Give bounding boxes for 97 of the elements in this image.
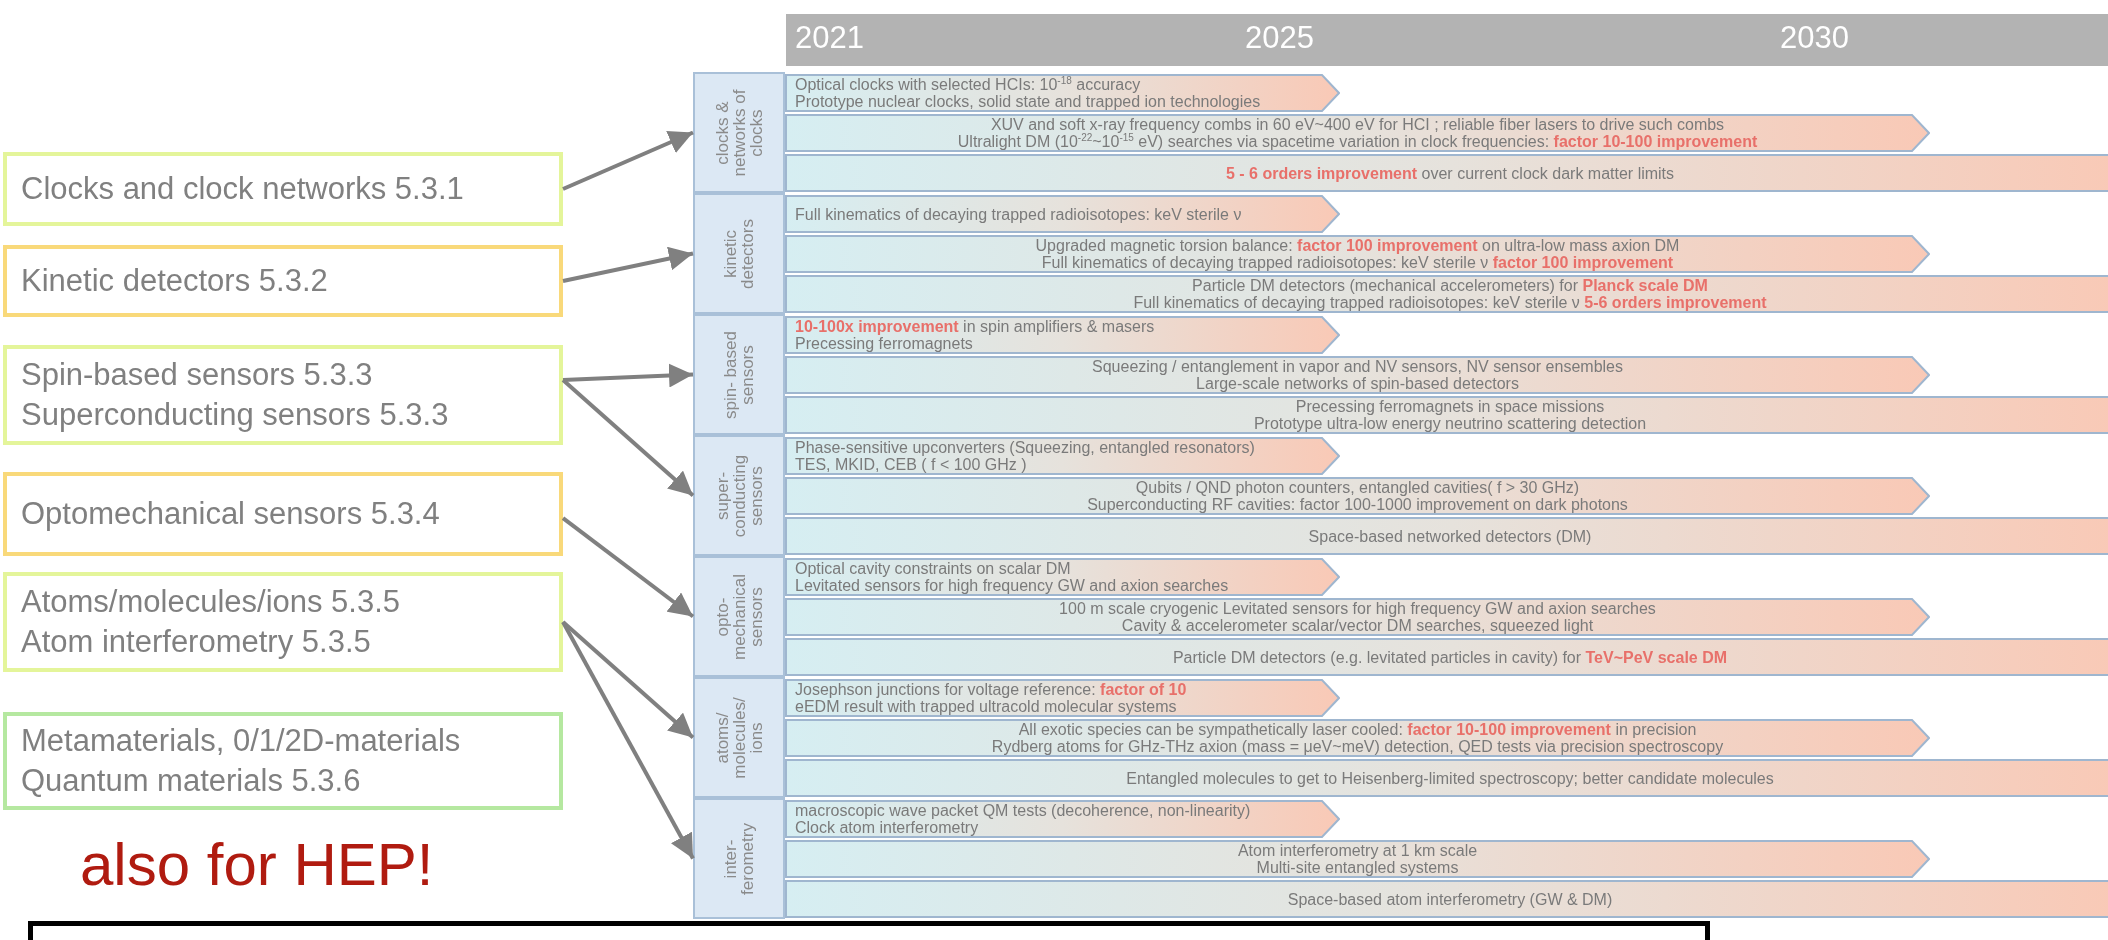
- roadmap-arrow-bar: [785, 396, 2108, 434]
- arrow: [561, 621, 695, 860]
- category-box: [693, 435, 785, 556]
- milestone-text: Precessing ferromagnets in space missions: [1295, 398, 1605, 415]
- roadmap-arrow-bar: [785, 598, 1930, 636]
- note-text: also for HEP!: [80, 830, 434, 899]
- category-box: [693, 193, 785, 314]
- topic-text: Clocks and clock networks 5.3.1: [21, 170, 465, 208]
- category-label: spin- based sensors: [722, 329, 756, 421]
- roadmap-arrow-bar: [785, 114, 1930, 152]
- milestone-text: All exotic species can be sympathetically laser cooled: factor 10-100 improvement in precision: [1018, 721, 1697, 738]
- topic-text: Optomechanical sensors 5.3.4: [21, 495, 441, 533]
- topic-text: Metamaterials, 0/1/2D-materials: [21, 722, 462, 760]
- milestone-text: Qubits / QND photon counters, entangled cavities( f > 30 GHz): [1135, 479, 1580, 496]
- milestone-text: macroscopic wave packet QM tests (decoherence, non-linearity): [795, 802, 1251, 819]
- milestone-text: Multi-site entangled systems: [1256, 859, 1459, 876]
- arrow: [561, 378, 695, 497]
- milestone-text: 100 m scale cryogenic Levitated sensors for high frequency GW and axion searches: [1059, 600, 1656, 617]
- category-label: inter- ferometry: [722, 821, 756, 897]
- milestone-text: Rydberg atoms for GHz-THz axion (mass = μeV~meV) detection, QED tests via precision spectroscopy: [991, 738, 1724, 755]
- roadmap-arrow-bar: [785, 880, 2108, 918]
- topic-text: Superconducting sensors 5.3.3: [21, 396, 450, 434]
- topic-text: Atom interferometry 5.3.5: [21, 623, 372, 661]
- topic-box: [3, 345, 563, 445]
- topic-box: [3, 712, 563, 810]
- year-label: 2021: [795, 20, 864, 56]
- roadmap-arrow-bar: [785, 316, 1340, 354]
- milestone-text: Particle DM detectors (mechanical accelerometers) for Planck scale DM: [1192, 277, 1708, 294]
- category-box: [693, 72, 785, 193]
- topic-text: Atoms/molecules/ions 5.3.5: [21, 583, 402, 621]
- category-label: atoms/ molecules/ ions: [713, 695, 765, 781]
- roadmap-arrow-bar: [785, 517, 2108, 555]
- year-label: 2025: [1245, 20, 1314, 56]
- roadmap-arrow-bar: [785, 195, 1340, 233]
- roadmap-arrow-bar: [785, 356, 1930, 394]
- milestone-text: Space-based atom interferometry (GW & DM): [1287, 890, 1613, 908]
- milestone-text: Prototype nuclear clocks, solid state and trapped ion technologies: [795, 93, 1261, 110]
- category-label: opto- mechanical sensors: [713, 572, 765, 662]
- roadmap-arrow-bar: [785, 154, 2108, 192]
- milestone-text: Optical cavity constraints on scalar DM: [795, 560, 1071, 577]
- milestone-text: Ultralight DM (10$^{-22}$~10$^{-15}$ eV) searches via spacetime variation in clock frequencies: factor 10-100 improvement: [957, 133, 1758, 150]
- milestone-text: Josephson junctions for voltage reference: factor of 10: [795, 681, 1187, 698]
- topic-box: [3, 245, 563, 317]
- roadmap-arrow-bar: [785, 638, 2108, 676]
- milestone-text: Upgraded magnetic torsion balance: factor 100 improvement on ultra-low mass axion DM: [1035, 237, 1680, 254]
- category-label: kinetic detectors: [722, 217, 756, 291]
- category-box: [693, 314, 785, 435]
- roadmap-arrow-bar: [785, 74, 1340, 112]
- milestone-text: TES, MKID, CEB ( f < 100 GHz ): [795, 456, 1027, 473]
- milestone-text: Cavity & accelerometer scalar/vector DM searches, squeezed light: [1121, 617, 1594, 634]
- category-box: [693, 798, 785, 919]
- arrow: [561, 516, 695, 619]
- category-box: [693, 556, 785, 677]
- arrow: [561, 620, 695, 739]
- arrow: [562, 363, 694, 388]
- topic-text: Quantum materials 5.3.6: [21, 762, 362, 800]
- milestone-text: Large-scale networks of spin-based detectors: [1196, 375, 1519, 392]
- year-label: 2030: [1780, 20, 1849, 56]
- milestone-text: Optical clocks with selected HCIs: 10$^{-18}$ accuracy: [795, 76, 1141, 93]
- roadmap-arrow-bar: [785, 800, 1340, 838]
- milestone-text: Phase-sensitive upconverters (Squeezing, entangled resonators): [795, 439, 1255, 456]
- category-label: clocks & networks of clocks: [713, 88, 765, 178]
- roadmap-arrow-bar: [785, 275, 2108, 313]
- category-label: super- conducting sensors: [713, 453, 765, 539]
- roadmap-arrow-bar: [785, 477, 1930, 515]
- milestone-text: Entangled molecules to get to Heisenberg-limited spectroscopy; better candidate molecules: [1126, 769, 1774, 787]
- milestone-text: Atom interferometry at 1 km scale: [1237, 842, 1478, 859]
- milestone-text: Precessing ferromagnets: [795, 335, 973, 352]
- milestone-text: Full kinematics of decaying trapped radioisotopes: keV sterile ν 5-6 orders improvement: [1133, 294, 1767, 311]
- roadmap-arrow-bar: [785, 840, 1930, 878]
- roadmap-arrow-bar: [785, 759, 2108, 797]
- topic-box: [3, 472, 563, 556]
- milestone-text: Full kinematics of decaying trapped radioisotopes: keV sterile ν factor 100 improvement: [1041, 254, 1674, 271]
- arrow: [562, 130, 694, 191]
- milestone-text: Clock atom interferometry: [795, 819, 979, 836]
- topic-text: Spin-based sensors 5.3.3: [21, 356, 374, 394]
- category-box: [693, 677, 785, 798]
- milestone-text: Superconducting RF cavities: factor 100-1000 improvement on dark photons: [1087, 496, 1628, 513]
- roadmap-arrow-bar: [785, 437, 1340, 475]
- roadmap-arrow-bar: [785, 719, 1930, 757]
- milestone-text: Levitated sensors for high frequency GW and axion searches: [795, 577, 1229, 594]
- roadmap-arrow-bar: [785, 235, 1930, 273]
- milestone-text: Prototype ultra-low energy neutrino scattering detection: [1253, 415, 1647, 432]
- milestone-text: Particle DM detectors (e.g. levitated particles in cavity) for TeV~PeV scale DM: [1172, 648, 1728, 666]
- roadmap-arrow-bar: [785, 679, 1340, 717]
- milestone-text: Space-based networked detectors (DM): [1308, 527, 1592, 545]
- milestone-text: Squeezing / entanglement in vapor and NV sensors, NV sensor ensembles: [1092, 358, 1623, 375]
- milestone-text: 10-100x improvement in spin amplifiers & masers: [795, 318, 1155, 335]
- milestone-text: XUV and soft x-ray frequency combs in 60 eV~400 eV for HCI ; reliable fiber lasers to drive such combs: [990, 116, 1725, 133]
- milestone-text: eEDM result with trapped ultracold molecular systems: [795, 698, 1177, 715]
- milestone-text: 5 - 6 orders improvement over current clock dark matter limits: [1225, 164, 1675, 182]
- topic-box: [3, 572, 563, 672]
- arrow: [562, 246, 694, 283]
- roadmap-arrow-bar: [785, 558, 1340, 596]
- topic-box: [3, 152, 563, 226]
- topic-text: Kinetic detectors 5.3.2: [21, 262, 329, 300]
- milestone-text: Full kinematics of decaying trapped radioisotopes: keV sterile ν: [795, 205, 1242, 223]
